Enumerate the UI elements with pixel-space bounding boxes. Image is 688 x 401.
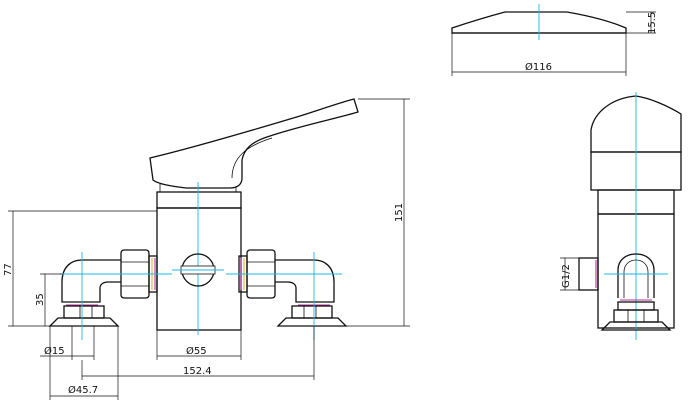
center-distance-label: 152.4 xyxy=(183,366,212,377)
left-flange xyxy=(48,317,120,327)
lever-handle xyxy=(149,98,359,189)
height-35-label: 35 xyxy=(35,293,46,306)
right-flange xyxy=(276,317,348,327)
front-view: 151 77 35 Ø15 Ø55 152.4 Ø45.7 xyxy=(3,98,410,400)
body-diameter-label: Ø55 xyxy=(186,345,207,357)
cap-outline xyxy=(451,11,627,34)
right-elbow xyxy=(275,259,335,303)
side-view: G1/2 xyxy=(560,92,682,340)
side-connector xyxy=(617,253,655,298)
left-elbow xyxy=(61,259,121,303)
left-connector xyxy=(48,249,172,340)
total-height-label: 151 xyxy=(394,203,405,222)
side-inlet xyxy=(578,257,599,291)
cap-diameter-label: Ø116 xyxy=(525,61,552,73)
cap-view: 15.5 Ø116 xyxy=(451,4,658,76)
cap-height-label: 15.5 xyxy=(647,12,658,34)
pipe-diameter-label: Ø15 xyxy=(44,345,65,357)
thread-label: G1/2 xyxy=(561,264,572,288)
mixer-body-top xyxy=(156,191,242,209)
right-connector xyxy=(226,249,348,340)
flange-diameter-label: Ø45.7 xyxy=(68,384,98,396)
side-flange xyxy=(600,321,672,331)
height-77-label: 77 xyxy=(3,263,14,276)
